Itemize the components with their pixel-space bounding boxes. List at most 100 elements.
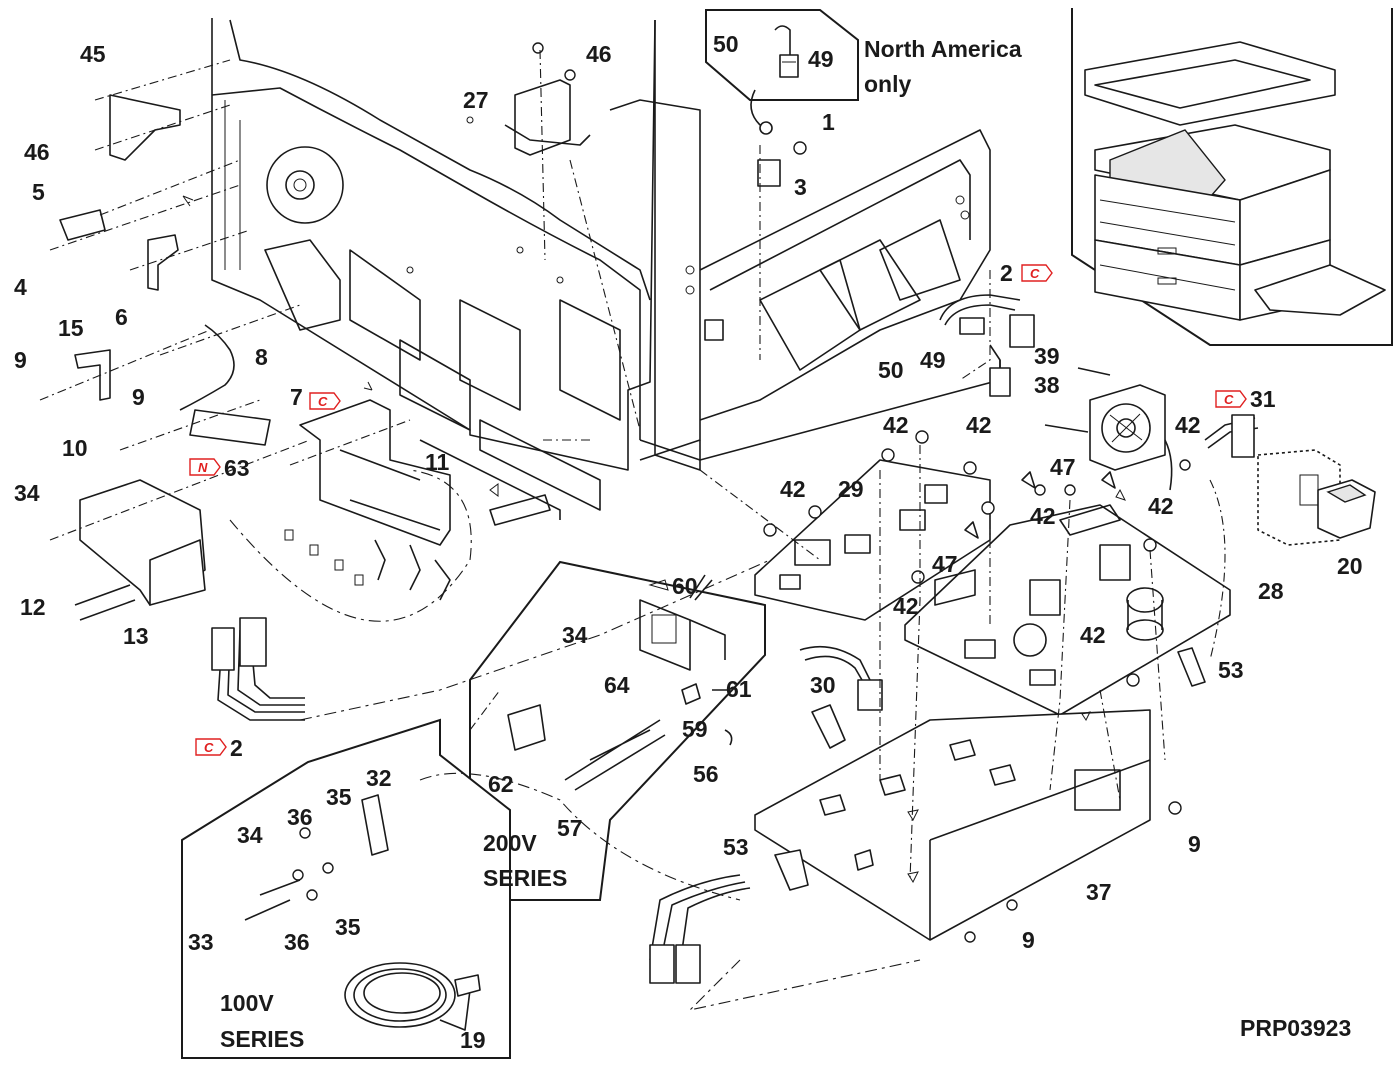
part-label: 39 xyxy=(1034,343,1060,369)
part-label: 9 xyxy=(1022,927,1035,953)
part-label: 42 xyxy=(1080,622,1106,648)
part-label: 2 xyxy=(230,735,243,761)
svg-text:C: C xyxy=(1030,266,1040,281)
harness-drawing xyxy=(649,645,1206,984)
part-label: 28 xyxy=(1258,578,1284,604)
pwb-28-drawing xyxy=(904,459,1231,716)
north-america-callout xyxy=(705,9,859,101)
part-label: 31 xyxy=(1250,386,1276,412)
direction-arrows xyxy=(182,195,1126,884)
part-label: 5 xyxy=(32,179,45,205)
part-label: 7 xyxy=(290,384,303,410)
part-label: 12 xyxy=(20,594,46,620)
part-label: 61 xyxy=(726,676,752,702)
region-labels: North America only 200V SERIES 100V SERI… xyxy=(220,36,1351,1052)
part-label: 19 xyxy=(460,1027,486,1053)
part-label: 32 xyxy=(366,765,392,791)
part-label: 56 xyxy=(693,761,719,787)
ref-tag-c-7: C xyxy=(309,392,341,410)
part-label: 9 xyxy=(132,384,145,410)
part-label: 42 xyxy=(966,412,992,438)
series-200v-series-label: SERIES xyxy=(483,865,567,891)
part-label: 4 xyxy=(14,274,27,300)
part-label: 42 xyxy=(780,476,806,502)
part-label: 9 xyxy=(14,347,27,373)
svg-text:C: C xyxy=(1224,392,1234,407)
part-label: 35 xyxy=(335,914,361,940)
series-100v-label: 100V xyxy=(220,990,274,1016)
part-label: 36 xyxy=(287,804,313,830)
part-label: 46 xyxy=(24,139,50,165)
part-label: 50 xyxy=(713,31,739,57)
part-label: 34 xyxy=(562,622,588,648)
part-label: 42 xyxy=(1030,503,1056,529)
part-label: 3 xyxy=(794,174,807,200)
part-label: 49 xyxy=(920,347,946,373)
part-label: 13 xyxy=(123,623,149,649)
svg-text:C: C xyxy=(318,394,328,409)
part-label: 11 xyxy=(425,449,450,475)
part-label: 2 xyxy=(1000,260,1013,286)
part-label: 47 xyxy=(932,551,958,577)
part-label: 35 xyxy=(326,784,352,810)
part-label: 60 xyxy=(672,573,698,599)
part-label: 27 xyxy=(463,87,489,113)
series-200v-callout xyxy=(469,560,766,901)
part-label: 59 xyxy=(682,716,708,742)
part-label: 57 xyxy=(557,815,583,841)
part-label: 47 xyxy=(1050,454,1076,480)
part-label: 34 xyxy=(237,822,263,848)
north-america-label: North America xyxy=(864,36,1022,62)
base-plate-37-drawing xyxy=(754,709,1182,943)
part-label: 64 xyxy=(604,672,630,698)
ref-tag-n-63: N xyxy=(189,458,221,476)
part-label: 6 xyxy=(115,304,128,330)
part-label: 42 xyxy=(1175,412,1201,438)
part-label: 29 xyxy=(838,476,864,502)
pwb-29-drawing xyxy=(754,430,995,621)
north-america-only-label: only xyxy=(864,71,911,97)
part-label: 46 xyxy=(586,41,612,67)
part-label: 10 xyxy=(62,435,88,461)
part-label: 62 xyxy=(488,771,514,797)
part-label: 15 xyxy=(58,315,84,341)
series-100v-series-label: SERIES xyxy=(220,1026,304,1052)
part-label: 42 xyxy=(883,412,909,438)
transformer-drawing xyxy=(504,42,807,187)
reference-tags: C N C C C xyxy=(189,264,1247,756)
part-label: 33 xyxy=(188,929,214,955)
series-100v-callout xyxy=(181,718,511,1059)
part-label: 42 xyxy=(1148,493,1174,519)
part-label: 49 xyxy=(808,46,834,72)
ref-tag-c-2-left: C xyxy=(195,738,227,756)
part-label: 53 xyxy=(1218,657,1244,683)
part-label: 37 xyxy=(1086,879,1112,905)
part-label: 1 xyxy=(822,109,835,135)
svg-text:N: N xyxy=(198,460,208,475)
svg-text:C: C xyxy=(204,740,214,755)
assembly-leader-lines xyxy=(39,49,1226,1011)
part-label: 34 xyxy=(14,480,40,506)
part-label: 30 xyxy=(810,672,836,698)
part-label: 50 xyxy=(878,357,904,383)
part-label: 38 xyxy=(1034,372,1060,398)
right-parts-drawing xyxy=(939,294,1376,546)
part-label: 53 xyxy=(723,834,749,860)
copier-overview-inset xyxy=(1071,8,1393,346)
part-label: 63 xyxy=(224,455,250,481)
drawing-code: PRP03923 xyxy=(1240,1015,1351,1041)
part-label: 8 xyxy=(255,344,268,370)
main-frame-drawing xyxy=(211,18,1001,520)
part-label: 36 xyxy=(284,929,310,955)
part-number-callouts: 45 46 5 4 6 15 9 9 8 7 10 63 11 34 12 13… xyxy=(14,31,1363,1053)
ref-tag-c-2-right: C xyxy=(1021,264,1053,282)
part-label: 9 xyxy=(1188,831,1201,857)
ref-tag-c-31: C xyxy=(1215,390,1247,408)
part-label: 45 xyxy=(80,41,106,67)
part-label: 20 xyxy=(1337,553,1363,579)
series-200v-label: 200V xyxy=(483,830,537,856)
sensor-bracket-drawing xyxy=(284,399,551,601)
part-label: 42 xyxy=(893,593,919,619)
left-parts-drawing xyxy=(59,94,305,721)
